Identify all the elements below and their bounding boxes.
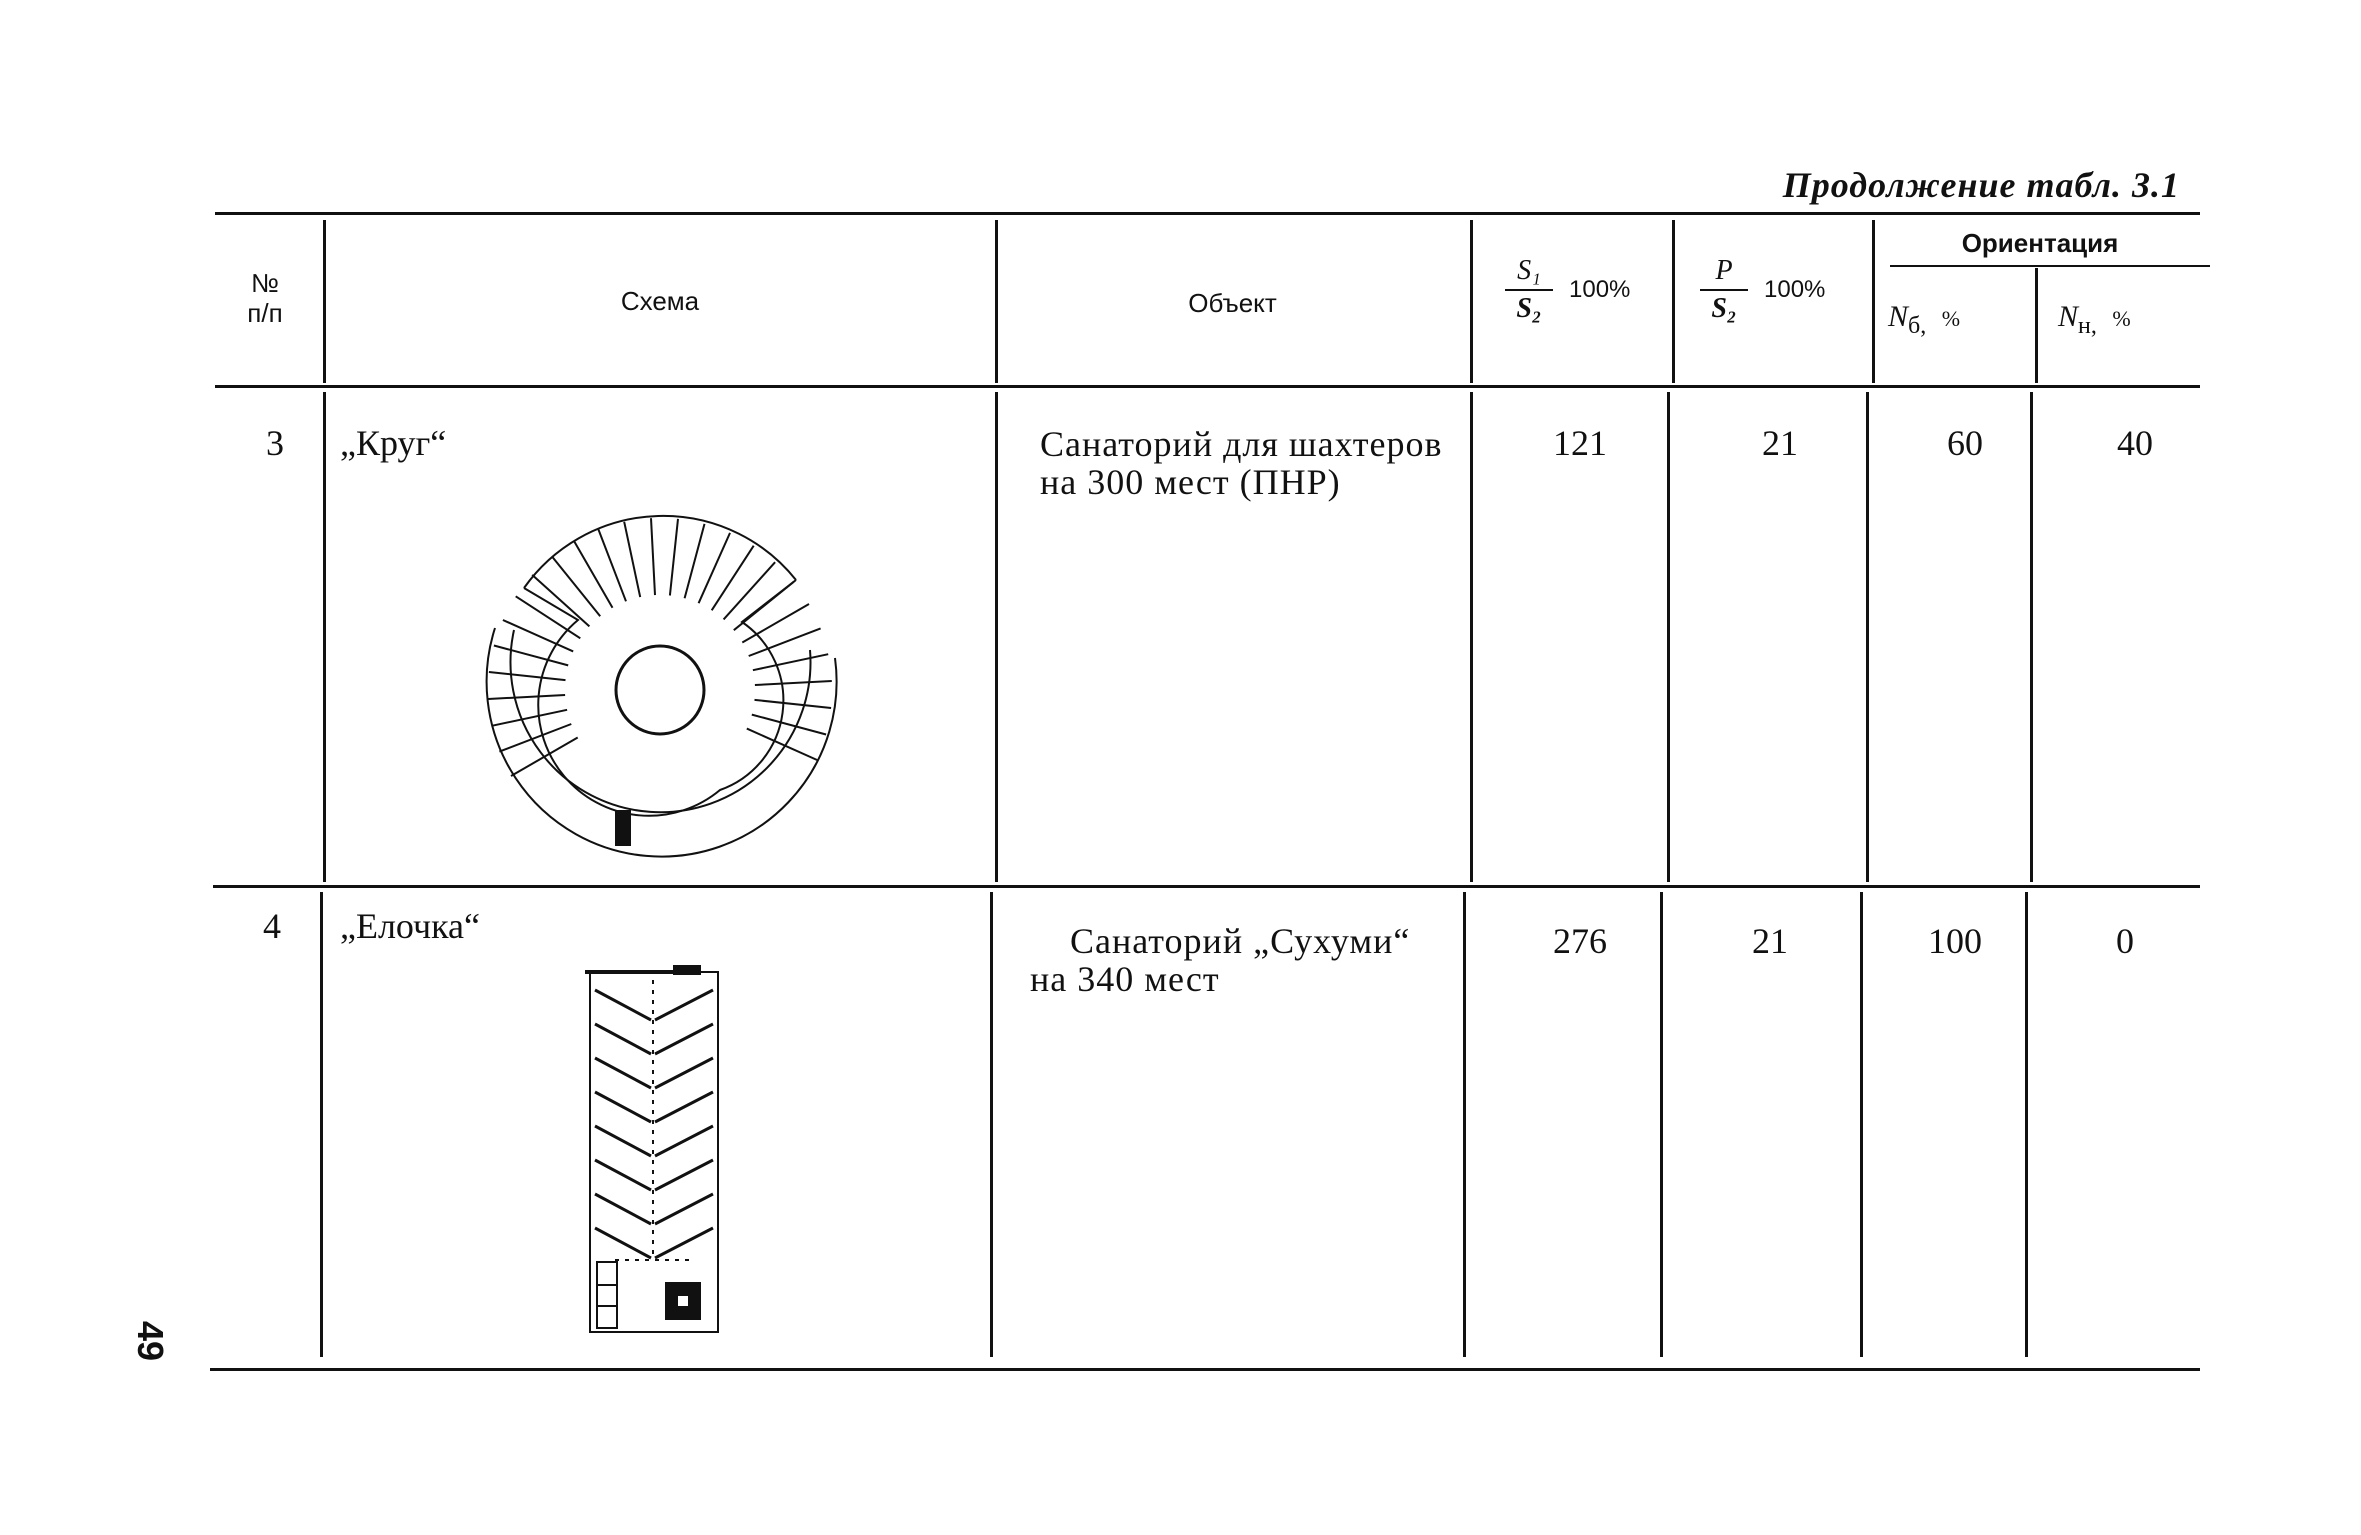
- row-scheme-label: „Елочка“: [340, 906, 481, 946]
- herringbone-wall: [594, 988, 714, 1022]
- row-no: 3: [266, 423, 284, 463]
- room-wall: [748, 627, 821, 657]
- room-wall: [668, 518, 679, 596]
- room-wall: [551, 555, 601, 617]
- room-wall: [573, 540, 614, 609]
- col-divider: [323, 220, 326, 383]
- room-wall: [697, 532, 731, 604]
- room-wall: [515, 595, 581, 640]
- col-divider: [2030, 392, 2033, 882]
- row-nb: 100: [1928, 921, 1982, 961]
- header-orientation: Ориентация: [1961, 228, 2119, 258]
- room-wall: [741, 603, 810, 644]
- col-divider: [1463, 892, 1466, 1357]
- col-divider: [1660, 892, 1663, 1357]
- row-object: Санаторий „Сухуми“ на 340 мест: [1030, 921, 1411, 999]
- room-wall: [754, 698, 832, 709]
- herringbone-wall: [594, 1158, 714, 1192]
- herringbone-wall: [594, 1056, 714, 1090]
- herringbone-wall: [594, 1124, 714, 1158]
- room-wall: [597, 529, 627, 602]
- header-no: № п/п: [247, 268, 283, 328]
- col-divider: [1872, 220, 1875, 383]
- row-object: Санаторий для шахтеров на 300 мест (ПНР): [1040, 424, 1443, 502]
- col-divider: [1866, 392, 1869, 882]
- herringbone-wall: [594, 1090, 714, 1124]
- room-wall: [531, 574, 591, 628]
- room-wall: [733, 581, 795, 631]
- col-divider: [1860, 892, 1863, 1357]
- row-nn: 40: [2117, 423, 2153, 463]
- herringbone-wall: [594, 1192, 714, 1226]
- col-divider: [2025, 892, 2028, 1357]
- row-nb: 60: [1947, 423, 1983, 463]
- col-divider: [323, 392, 326, 882]
- room-wall: [746, 727, 818, 761]
- room-wall: [683, 523, 706, 599]
- herringbone-wall: [594, 1022, 714, 1056]
- row-p-ratio: 21: [1762, 423, 1798, 463]
- page-number: 49: [130, 1320, 172, 1362]
- room-wall: [754, 680, 832, 686]
- row-no: 4: [263, 906, 281, 946]
- room-wall: [510, 736, 579, 777]
- room-wall: [722, 561, 776, 621]
- header-nb: Nб, %: [1888, 300, 1961, 339]
- row-scheme-label: „Круг“: [340, 423, 447, 463]
- row-p-ratio: 21: [1752, 921, 1788, 961]
- herringbone-plan-scheme: [585, 965, 719, 1333]
- table-bottom-rule: [210, 1368, 2200, 1371]
- room-wall: [491, 708, 568, 727]
- header-nn: Nн, %: [2058, 300, 2131, 339]
- stair-block: [615, 810, 631, 846]
- header-bottom-rule: [215, 385, 2200, 388]
- circle-plan-scheme: [485, 514, 838, 858]
- room-wall: [650, 518, 656, 596]
- col-divider: [1470, 220, 1473, 383]
- orientation-rule: [1890, 265, 2210, 267]
- row-divider: [213, 885, 2200, 888]
- col-divider: [995, 392, 998, 882]
- room-wall: [488, 694, 566, 700]
- col-divider: [1672, 220, 1675, 383]
- room-wall: [499, 723, 572, 753]
- row-s-ratio: 276: [1553, 921, 1607, 961]
- room-wall: [488, 671, 566, 682]
- room-wall: [710, 545, 755, 611]
- col-divider: [990, 892, 993, 1357]
- row-nn: 0: [2116, 921, 2134, 961]
- continuation-title: Продолжение табл. 3.1: [1782, 165, 2180, 205]
- header-object: Объект: [1188, 288, 1277, 318]
- room-wall: [502, 619, 574, 653]
- header-scheme: Схема: [620, 286, 700, 316]
- col-divider: [2035, 268, 2038, 383]
- herringbone-wall: [594, 1226, 714, 1260]
- room-wall: [752, 653, 829, 672]
- table-top-rule: [215, 212, 2200, 215]
- col-divider: [995, 220, 998, 383]
- col-divider: [1667, 392, 1670, 882]
- room-wall: [751, 713, 827, 736]
- row-s-ratio: 121: [1553, 423, 1607, 463]
- col-divider: [320, 892, 323, 1357]
- col-divider: [1470, 392, 1473, 882]
- room-wall: [493, 644, 569, 667]
- room-wall: [623, 521, 642, 598]
